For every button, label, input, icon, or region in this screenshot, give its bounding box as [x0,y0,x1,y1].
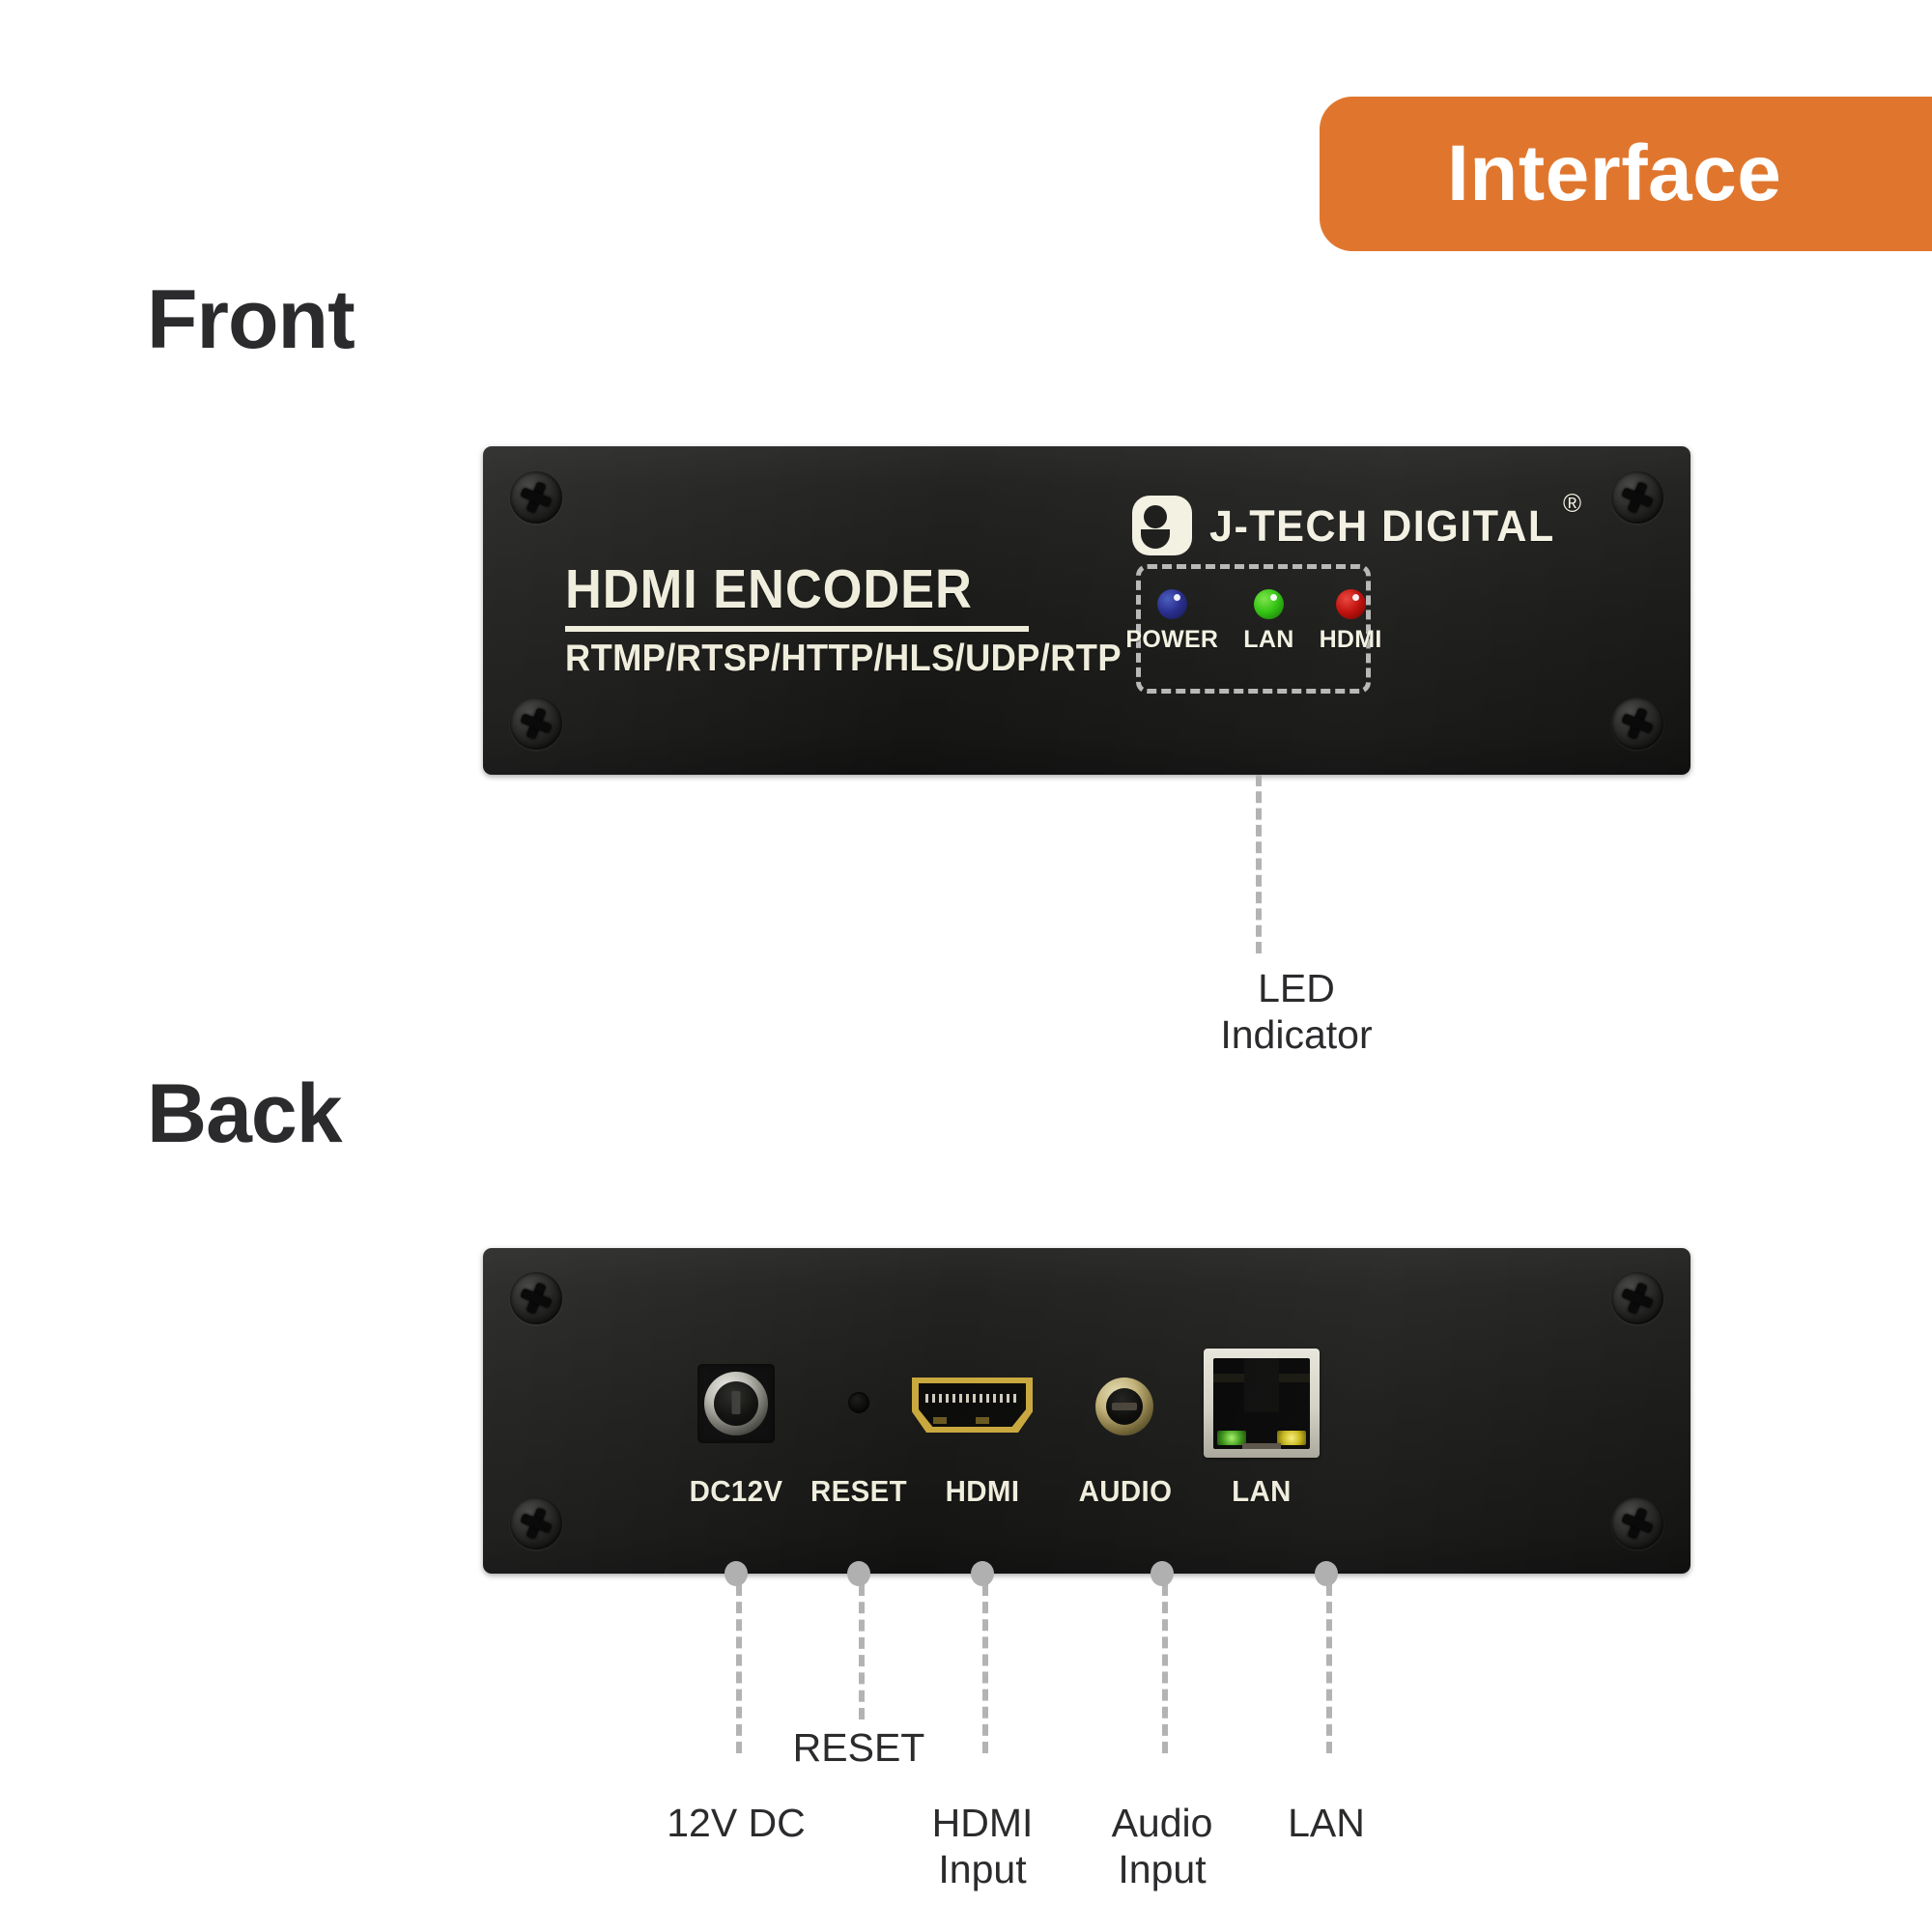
brand-name: J-TECH DIGITAL ® [1209,490,1581,551]
lan-callout-dot [1315,1561,1338,1586]
lan-led-label: LAN [1243,626,1294,653]
interface-badge: Interface [1320,97,1932,251]
screw-icon [1611,1272,1663,1324]
rj45-tab [1242,1443,1281,1449]
back-panel-device: DC12V RESET HDMI AUDIO [483,1248,1690,1574]
front-panel-protocols: RTMP/RTSP/HTTP/HLS/UDP/RTP [565,638,1122,679]
audio-jack-hole [1106,1388,1143,1425]
dc-jack-hole [714,1381,758,1426]
screw-icon [510,697,562,750]
hdmi-led-label: HDMI [1319,626,1382,653]
audio-callout-dot [1151,1561,1174,1586]
hdmi-callout-dot [971,1561,994,1586]
lan-link-led-icon [1217,1431,1246,1445]
led-indicator-group: POWER LAN HDMI [1125,589,1381,652]
front-section-heading: Front [147,273,355,366]
lan-callout-label: LAN [1288,1801,1365,1845]
audio-jack-bar [1112,1403,1137,1410]
led-indicator-highlight-box [1136,564,1371,694]
reset-button[interactable] [848,1392,869,1413]
screw-icon [510,1497,562,1549]
screw-icon [1611,697,1663,750]
dc-power-port[interactable] [697,1364,775,1443]
interface-badge-label: Interface [1447,129,1782,217]
screw-icon [1611,1497,1663,1549]
front-panel-device: HDMI ENCODER RTMP/RTSP/HTTP/HLS/UDP/RTP … [483,446,1690,775]
lan-port[interactable] [1204,1349,1320,1458]
reset-callout-dot [847,1561,870,1586]
dc-callout-leader-line [736,1584,742,1753]
power-led-icon [1156,589,1187,619]
dc-jack-pin [731,1391,741,1415]
lan-port-silk-label: LAN [1232,1474,1292,1508]
audio-input-port[interactable] [1095,1378,1153,1435]
hdmi-port-silk-label: HDMI [945,1474,1020,1508]
logo-j-stroke [1172,503,1182,536]
led-indicator-hdmi: HDMI [1320,589,1382,652]
reset-port-silk-label: RESET [810,1474,908,1508]
back-section-heading: Back [147,1067,343,1160]
audio-callout-leader-line [1162,1584,1168,1753]
screw-icon [1611,471,1663,524]
registered-trademark-icon: ® [1563,488,1583,518]
power-led-label: POWER [1125,626,1219,653]
dc-port-silk-label: DC12V [689,1474,783,1508]
lan-led-icon [1253,589,1284,619]
rj45-cavity [1213,1358,1310,1449]
dc-callout-label: 12V DC [667,1801,806,1845]
audio-callout-label: Audio Input [1111,1801,1213,1891]
reset-callout-leader-line [859,1584,865,1719]
rj45-notch [1244,1358,1279,1412]
audio-port-silk-label: AUDIO [1078,1474,1173,1508]
dc-callout-dot [724,1561,748,1586]
hdmi-led-icon [1335,589,1366,619]
hdmi-callout-label: HDMI Input [931,1801,1034,1891]
reset-callout-label: RESET [792,1725,925,1770]
hdmi-callout-leader-line [982,1584,988,1753]
screw-icon [510,1272,562,1324]
front-panel-title: HDMI ENCODER [565,558,973,620]
led-indicator-power: POWER [1125,589,1218,652]
jtech-logo-icon [1132,496,1192,555]
brand-logo: J-TECH DIGITAL ® [1132,490,1581,555]
led-callout-leader-line [1256,775,1262,953]
screw-icon [510,471,562,524]
brand-name-text: J-TECH DIGITAL [1209,500,1555,551]
dc-jack-ring [704,1372,768,1435]
led-indicator-callout-label: LED Indicator [1220,966,1373,1057]
lan-callout-leader-line [1326,1584,1332,1753]
hdmi-tabs [933,1417,1011,1424]
hdmi-pins [925,1394,1019,1403]
led-indicator-lan: LAN [1243,589,1293,652]
hdmi-input-port[interactable] [912,1378,1033,1433]
lan-activity-led-icon [1277,1431,1306,1445]
front-panel-title-rule [565,626,1029,632]
